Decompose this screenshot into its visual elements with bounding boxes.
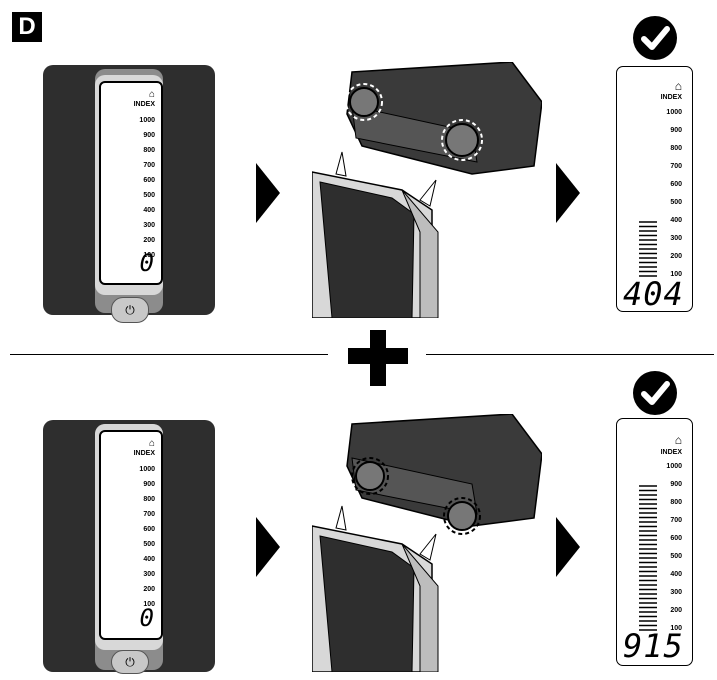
scale-tick: 1000 [666,109,682,116]
meter-reading: 0 [139,249,155,277]
meter-screen: ⌂ INDEX 1000 900 800 700 600 500 400 300… [99,81,163,285]
scale-tick: 800 [143,147,155,154]
checkmark-icon [633,371,677,415]
scale-tick: 800 [143,496,155,503]
arrow-icon [556,163,580,223]
scale-tick: 100 [143,601,155,608]
scale-tick: 900 [143,132,155,139]
scale-tick: 600 [143,526,155,533]
scale-tick: 500 [670,553,682,560]
plus-icon-bar [348,348,408,364]
scale-tick: 500 [143,541,155,548]
arrow-icon [256,163,280,223]
power-button[interactable]: ⏻ [111,650,149,674]
result-display: ⌂ INDEX 1000 900 800 700 600 500 400 300… [616,66,693,313]
scale-tick: 900 [143,481,155,488]
checkmark-icon [633,16,677,60]
home-icon: ⌂ [148,438,155,449]
home-icon: ⌂ [674,79,682,93]
meter-screen: ⌂ INDEX 1000 900 800 700 600 500 400 300… [99,430,163,640]
scale-tick: 700 [670,163,682,170]
scale-tick: 200 [670,253,682,260]
level-bars [639,221,657,277]
scale-tick: 500 [670,199,682,206]
index-label: INDEX [660,94,682,101]
result-display: ⌂ INDEX 1000 900 800 700 600 500 400 300… [616,418,693,666]
probe-illustration [311,61,543,319]
scale-tick: 300 [670,589,682,596]
meter-device: ⌂ INDEX 1000 900 800 700 600 500 400 300… [43,420,215,674]
scale-tick: 600 [670,181,682,188]
scale-tick: 800 [670,499,682,506]
meter-reading: 0 [139,604,155,632]
scale-tick: 100 [670,271,682,278]
scale-tick: 300 [143,222,155,229]
scale-tick: 200 [143,237,155,244]
scale-tick: 700 [143,162,155,169]
arrow-icon [556,517,580,577]
meter-scale: 1000 900 800 700 600 500 400 300 200 100 [115,117,155,267]
scale-tick: 600 [143,177,155,184]
scale-tick: 500 [143,192,155,199]
index-label: INDEX [133,101,155,108]
scale-tick: 800 [670,145,682,152]
probe-illustration [311,413,543,673]
level-bars [639,485,657,631]
scale-tick: 400 [670,571,682,578]
scale-tick: 600 [670,535,682,542]
step-badge: D [12,12,42,42]
scale-tick: 400 [143,207,155,214]
scale-tick: 400 [670,217,682,224]
result-reading: 404 [623,275,684,313]
power-button[interactable]: ⏻ [111,297,149,323]
scale-tick: 400 [143,556,155,563]
divider-left [10,354,328,355]
scale-tick: 300 [143,571,155,578]
scale-tick: 700 [670,517,682,524]
home-icon: ⌂ [674,433,682,447]
meter-device: ⌂ INDEX 1000 900 800 700 600 500 400 300… [43,65,215,323]
divider-right [426,354,714,355]
scale-tick: 100 [670,625,682,632]
result-scale: 1000 900 800 700 600 500 400 300 200 100 [642,109,682,289]
scale-tick: 200 [670,607,682,614]
scale-tick: 300 [670,235,682,242]
scale-tick: 700 [143,511,155,518]
index-label: INDEX [133,450,155,457]
result-reading: 915 [623,627,684,665]
scale-tick: 200 [143,586,155,593]
index-label: INDEX [660,449,682,456]
scale-tick: 900 [670,481,682,488]
scale-tick: 1000 [139,117,155,124]
scale-tick: 900 [670,127,682,134]
scale-tick: 1000 [139,466,155,473]
arrow-icon [256,517,280,577]
home-icon: ⌂ [148,89,155,100]
result-scale: 1000 900 800 700 600 500 400 300 200 100 [642,463,682,643]
scale-tick: 100 [143,252,155,259]
scale-tick: 1000 [666,463,682,470]
meter-scale: 1000 900 800 700 600 500 400 300 200 100 [115,466,155,616]
